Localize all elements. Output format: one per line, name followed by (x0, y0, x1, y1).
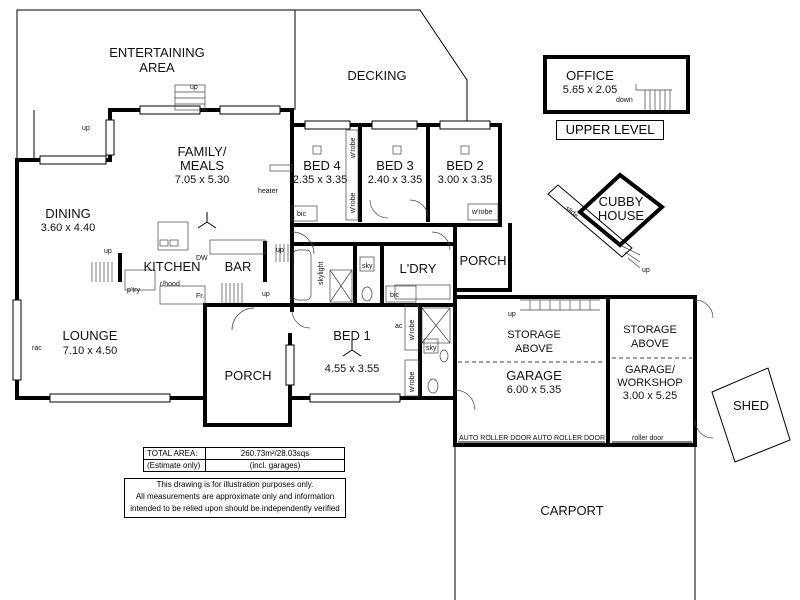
wrobe-label-bed3: w'robe (350, 192, 357, 214)
rac-label: rac (32, 345, 42, 352)
bed2-label: BED 2 (446, 158, 484, 173)
down-label-office: down (616, 97, 633, 104)
bed4-size: 2.35 x 3.35 (293, 174, 347, 186)
bed1-size: 4.55 x 3.55 (325, 363, 379, 375)
office-label: OFFICE (566, 68, 614, 83)
up-label-cubby: up (642, 267, 650, 274)
lounge-size: 7.10 x 4.50 (63, 345, 117, 357)
stairs (91, 84, 672, 311)
bed3-size: 2.40 x 3.35 (368, 174, 422, 186)
kitchen-label: KITCHEN (143, 259, 200, 274)
fridge-label: Fr. (196, 293, 204, 300)
up-label-dining: up (104, 248, 112, 255)
entertaining-label-2: AREA (139, 60, 175, 75)
doors (231, 199, 714, 439)
cubby-label-2: HOUSE (598, 208, 645, 223)
up-label-bar: up (276, 247, 284, 254)
cubby-label: CUBBY (599, 194, 644, 209)
entertaining-label: ENTERTAINING (109, 45, 205, 60)
robes (269, 129, 499, 397)
bed1-label: BED 1 (333, 328, 371, 343)
bic-label-laundry: bic (390, 292, 399, 299)
workshop-size: 3.00 x 5.25 (623, 390, 677, 402)
skylight-label: skylight (318, 262, 325, 285)
upper-level-title: UPPER LEVEL (556, 120, 664, 140)
carport-outline (454, 447, 696, 600)
rangehood-label: r/hood (160, 281, 180, 288)
porch-upper-label: PORCH (460, 253, 507, 268)
storage2-label-2: ABOVE (631, 338, 669, 350)
disclaimer-line-1: This drawing is for illustration purpose… (156, 480, 314, 489)
kitchen-fixtures (124, 221, 266, 305)
up-label-kitchen: up (262, 291, 270, 298)
sky-label-ensuite: sky (426, 345, 437, 352)
entertaining-area-outline (16, 9, 296, 160)
carport-label: CARPORT (540, 503, 603, 518)
total-area-value: 260.73m²/28.03sqs (240, 449, 310, 458)
up-label-stairs-top: up (190, 84, 198, 91)
office-outline (543, 55, 690, 114)
garage-size: 6.00 x 5.35 (507, 384, 561, 396)
roller-door-label: roller door (632, 435, 664, 442)
bar-label: BAR (225, 259, 252, 274)
bed2-size: 3.00 x 3.35 (438, 174, 492, 186)
disclaimer-line-2: All measurements are approximate only an… (135, 492, 335, 501)
storage1-label-2: ABOVE (515, 343, 553, 355)
sky-label-bath: sky (362, 263, 373, 270)
disclaimer-line-3: intended to be relied upon should be ind… (130, 504, 340, 513)
ceiling-fan-icons (197, 212, 362, 357)
total-area-label: TOTAL AREA: (144, 448, 206, 459)
storage1-label: STORAGE (507, 329, 561, 341)
up-label-entertaining: up (82, 125, 90, 132)
shed-label: SHED (733, 398, 769, 413)
estimate-note: (Estimate only) (144, 460, 206, 471)
garage-label: GARAGE (506, 368, 562, 383)
fixture-labels: up up up up up up up down heater bic bic… (32, 84, 664, 442)
room-labels: ENTERTAINING AREA DECKING FAMILY/ MEALS … (41, 45, 769, 518)
estimate-note-value: (incl. garages) (249, 461, 301, 470)
wrobe-label-bed2: w'robe (471, 209, 493, 216)
workshop-label-2: WORKSHOP (617, 377, 682, 389)
ac-label: ac (395, 323, 403, 330)
lounge-label: LOUNGE (63, 328, 118, 343)
pantry-label: p'try (127, 287, 141, 294)
wrobe-label-bed4: w'robe (350, 137, 357, 159)
dw-label: DW (196, 255, 208, 262)
laundry-label: L'DRY (400, 261, 437, 276)
disclaimer-box: This drawing is for illustration purpose… (124, 478, 346, 518)
heater-label: heater (258, 188, 279, 195)
porch-lower-label: PORCH (225, 368, 272, 383)
wrobe-label-bed1-lower: w'robe (409, 371, 416, 393)
family-label: FAMILY/ (178, 144, 227, 159)
decking-outline (295, 9, 468, 125)
dining-label: DINING (45, 206, 91, 221)
workshop-label: GARAGE/ (625, 364, 676, 376)
storage2-label: STORAGE (623, 324, 677, 336)
bic-label-bed4: bic (297, 211, 306, 218)
bath-fixtures (292, 249, 451, 394)
cubby-house-outline (547, 172, 666, 258)
shed-outline (711, 367, 791, 463)
auto-roller-label: AUTO ROLLER DOOR AUTO ROLLER DOOR (459, 435, 605, 442)
wrobe-label-bed1-upper: w'robe (409, 319, 416, 341)
windows (12, 105, 491, 403)
slide-label: slide (564, 205, 580, 220)
garage-internals (458, 357, 692, 443)
decking-label: DECKING (347, 68, 406, 83)
dining-size: 3.60 x 4.40 (41, 222, 95, 234)
office-size: 5.65 x 2.05 (563, 84, 617, 96)
total-area-box: TOTAL AREA: 260.73m²/28.03sqs (Estimate … (143, 447, 345, 472)
family-label-2: MEALS (180, 158, 224, 173)
bed-icons (312, 145, 470, 155)
up-label-garage: up (508, 311, 516, 318)
bed4-label: BED 4 (303, 158, 341, 173)
family-size: 7.05 x 5.30 (175, 174, 229, 186)
bed3-label: BED 3 (376, 158, 414, 173)
